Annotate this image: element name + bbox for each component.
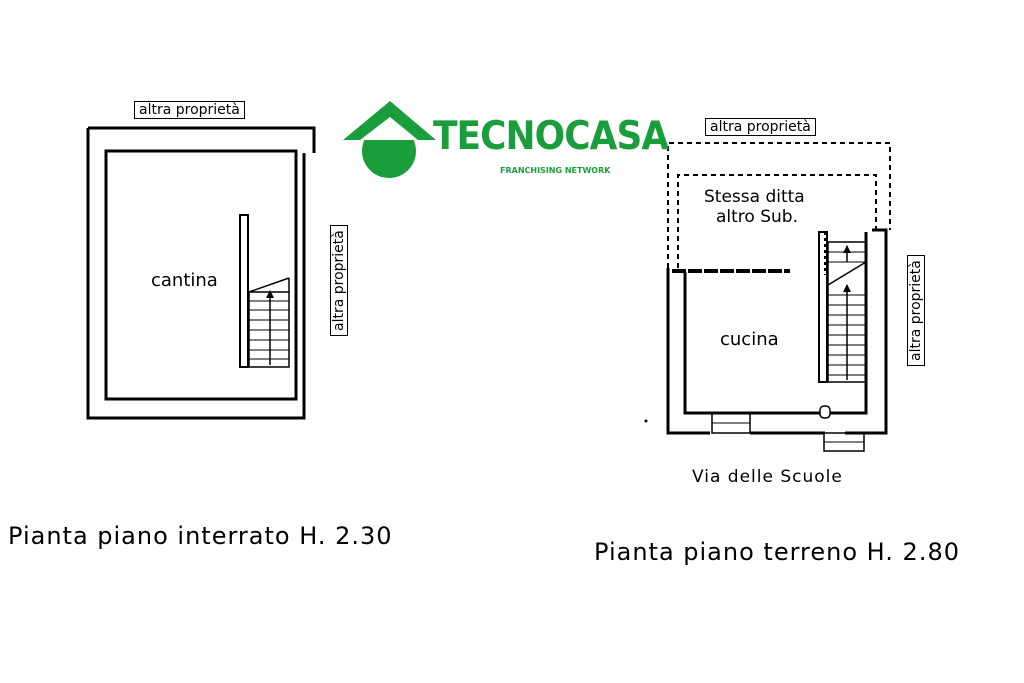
basement-neighbor-right-label: altra proprietà — [330, 225, 348, 336]
ground-street-label: Via delle Scuole — [692, 467, 843, 487]
ground-stair-wall — [818, 231, 828, 383]
basement-room-label: cantina — [151, 270, 218, 291]
ground-inner-wall — [683, 232, 868, 415]
logo-name: TECNOCASA — [433, 114, 669, 159]
ground-entrance-steps — [819, 405, 865, 452]
basement-caption: Pianta piano interrato H. 2.30 — [8, 522, 393, 550]
basement-outer-wall — [86, 126, 316, 420]
basement-stair-wall — [239, 214, 249, 368]
ground-plan — [644, 142, 891, 452]
ground-neighbor-top-label: altra proprietà — [705, 118, 816, 136]
ground-other-unit-label-line2: altro Sub. — [716, 207, 798, 227]
basement-plan — [86, 126, 316, 420]
logo-tagline: FRANCHISING NETWORK — [500, 166, 611, 175]
basement-staircase — [248, 277, 290, 368]
ground-room-label: cucina — [720, 329, 779, 350]
ground-neighbor-right-label: altra proprietà — [907, 255, 925, 366]
basement-inner-wall — [104, 149, 298, 401]
ground-caption: Pianta piano terreno H. 2.80 — [594, 538, 960, 566]
tecnocasa-logo-icon — [343, 101, 436, 178]
basement-neighbor-top-label: altra proprietà — [134, 101, 245, 119]
ground-staircase — [827, 241, 867, 383]
ground-other-unit-label-line1: Stessa ditta — [704, 187, 805, 207]
ground-outer-wall — [666, 228, 888, 435]
ground-other-unit-outline — [667, 142, 891, 268]
